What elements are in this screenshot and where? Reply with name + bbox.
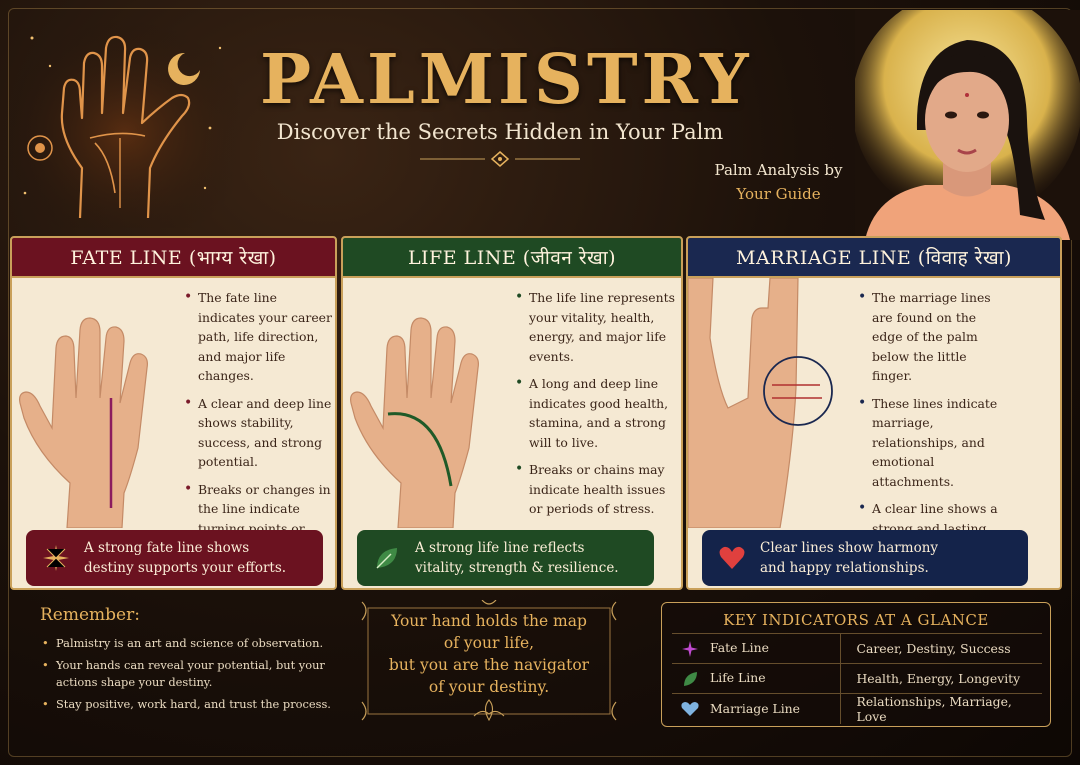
life-line-title: LIFE LINE (जीवन रेखा)	[343, 238, 681, 278]
marriage-line-title: MARRIAGE LINE (विवाह रेखा)	[688, 238, 1060, 278]
list-item: Breaks or chains may indicate health iss…	[515, 460, 675, 519]
list-item: Palmistry is an art and science of obser…	[40, 635, 340, 652]
quote-line: of your life,	[443, 634, 535, 652]
fate-line-card: FATE LINE (भाग्य रेखा) The fate line ind…	[10, 236, 337, 590]
remember-title: Remember:	[40, 605, 140, 625]
ornate-frame-icon	[361, 600, 617, 722]
quote-box: Your hand holds the map of your life, bu…	[360, 600, 618, 722]
list-item: The life line represents your vitality, …	[515, 288, 675, 366]
quote-text: Your hand holds the map of your life, bu…	[370, 610, 608, 698]
summary-line: A strong fate line shows	[84, 540, 250, 556]
sparkle-icon	[682, 640, 698, 657]
life-line-card: LIFE LINE (जीवन रेखा) The life line repr…	[341, 236, 683, 590]
indicator-meaning: Relationships, Marriage, Love	[839, 693, 1042, 724]
key-indicators-title: KEY INDICATORS AT A GLANCE	[723, 611, 989, 629]
list-item: A clear and deep line shows stability, s…	[184, 394, 332, 472]
table-row: Marriage Line Relationships, Marriage, L…	[672, 693, 1042, 724]
heart-icon	[681, 702, 699, 717]
key-indicators-table: KEY INDICATORS AT A GLANCE Fate Line Car…	[661, 602, 1051, 727]
sparkle-icon	[43, 545, 69, 571]
marriage-line-bullets: The marriage lines are found on the edge…	[858, 288, 1008, 566]
guide-label: Palm Analysis by	[714, 161, 843, 179]
summary-line: A strong life line reflects	[415, 540, 585, 556]
palm-life-line-illustration	[350, 317, 479, 528]
summary-line: and happy relationships.	[760, 560, 929, 576]
guide-portrait	[855, 10, 1080, 240]
summary-line: vitality, strength & resilience.	[415, 560, 619, 576]
ornament-divider-icon	[420, 151, 580, 167]
palm-edge-illustration	[688, 278, 833, 528]
list-item: These lines indicate marriage, relations…	[858, 394, 1008, 492]
palm-fate-line-illustration	[19, 317, 148, 528]
list-item: Stay positive, work hard, and trust the …	[40, 696, 340, 713]
life-line-bullets: The life line represents your vitality, …	[515, 288, 675, 527]
indicator-name: Fate Line	[710, 640, 769, 656]
table-row: Life Line Health, Energy, Longevity	[672, 663, 1042, 694]
guide-credit: Palm Analysis by Your Guide	[706, 158, 851, 206]
summary-line: Clear lines show harmony	[760, 540, 939, 556]
page-title: PALMISTRY	[260, 40, 753, 120]
indicator-name: Marriage Line	[710, 700, 800, 716]
remember-section: Remember: Palmistry is an art and scienc…	[40, 605, 340, 718]
list-item: The marriage lines are found on the edge…	[858, 288, 1008, 386]
page-subtitle: Discover the Secrets Hidden in Your Palm	[276, 120, 724, 144]
indicator-meaning: Health, Energy, Longevity	[839, 663, 1042, 694]
leaf-icon	[684, 671, 697, 686]
list-item: A long and deep line indicates good heal…	[515, 374, 675, 452]
marriage-line-summary: Clear lines show harmony and happy relat…	[702, 530, 1028, 586]
quote-line: of your destiny.	[428, 678, 550, 696]
table-row: Fate Line Career, Destiny, Success	[672, 633, 1042, 664]
marriage-line-card: MARRIAGE LINE (विवाह रेखा) The marriage …	[686, 236, 1062, 590]
heart-icon	[719, 546, 745, 569]
life-line-summary: A strong life line reflects vitality, st…	[357, 530, 654, 586]
list-item: The fate line indicates your career path…	[184, 288, 332, 386]
fate-line-title: FATE LINE (भाग्य रेखा)	[12, 238, 335, 278]
summary-line: destiny supports your efforts.	[84, 560, 287, 576]
indicator-name: Life Line	[710, 670, 766, 686]
quote-line: but you are the navigator	[388, 656, 590, 674]
list-item: Your hands can reveal your potential, bu…	[40, 657, 340, 691]
quote-line: Your hand holds the map	[391, 612, 587, 630]
poster-border	[8, 8, 1072, 757]
guide-name: Your Guide	[736, 185, 821, 203]
indicator-meaning: Career, Destiny, Success	[839, 633, 1042, 664]
leaf-icon	[376, 548, 397, 569]
fate-line-summary: A strong fate line shows destiny support…	[26, 530, 323, 586]
glowing-hand-icon	[10, 18, 240, 228]
fate-line-bullets: The fate line indicates your career path…	[184, 288, 332, 566]
